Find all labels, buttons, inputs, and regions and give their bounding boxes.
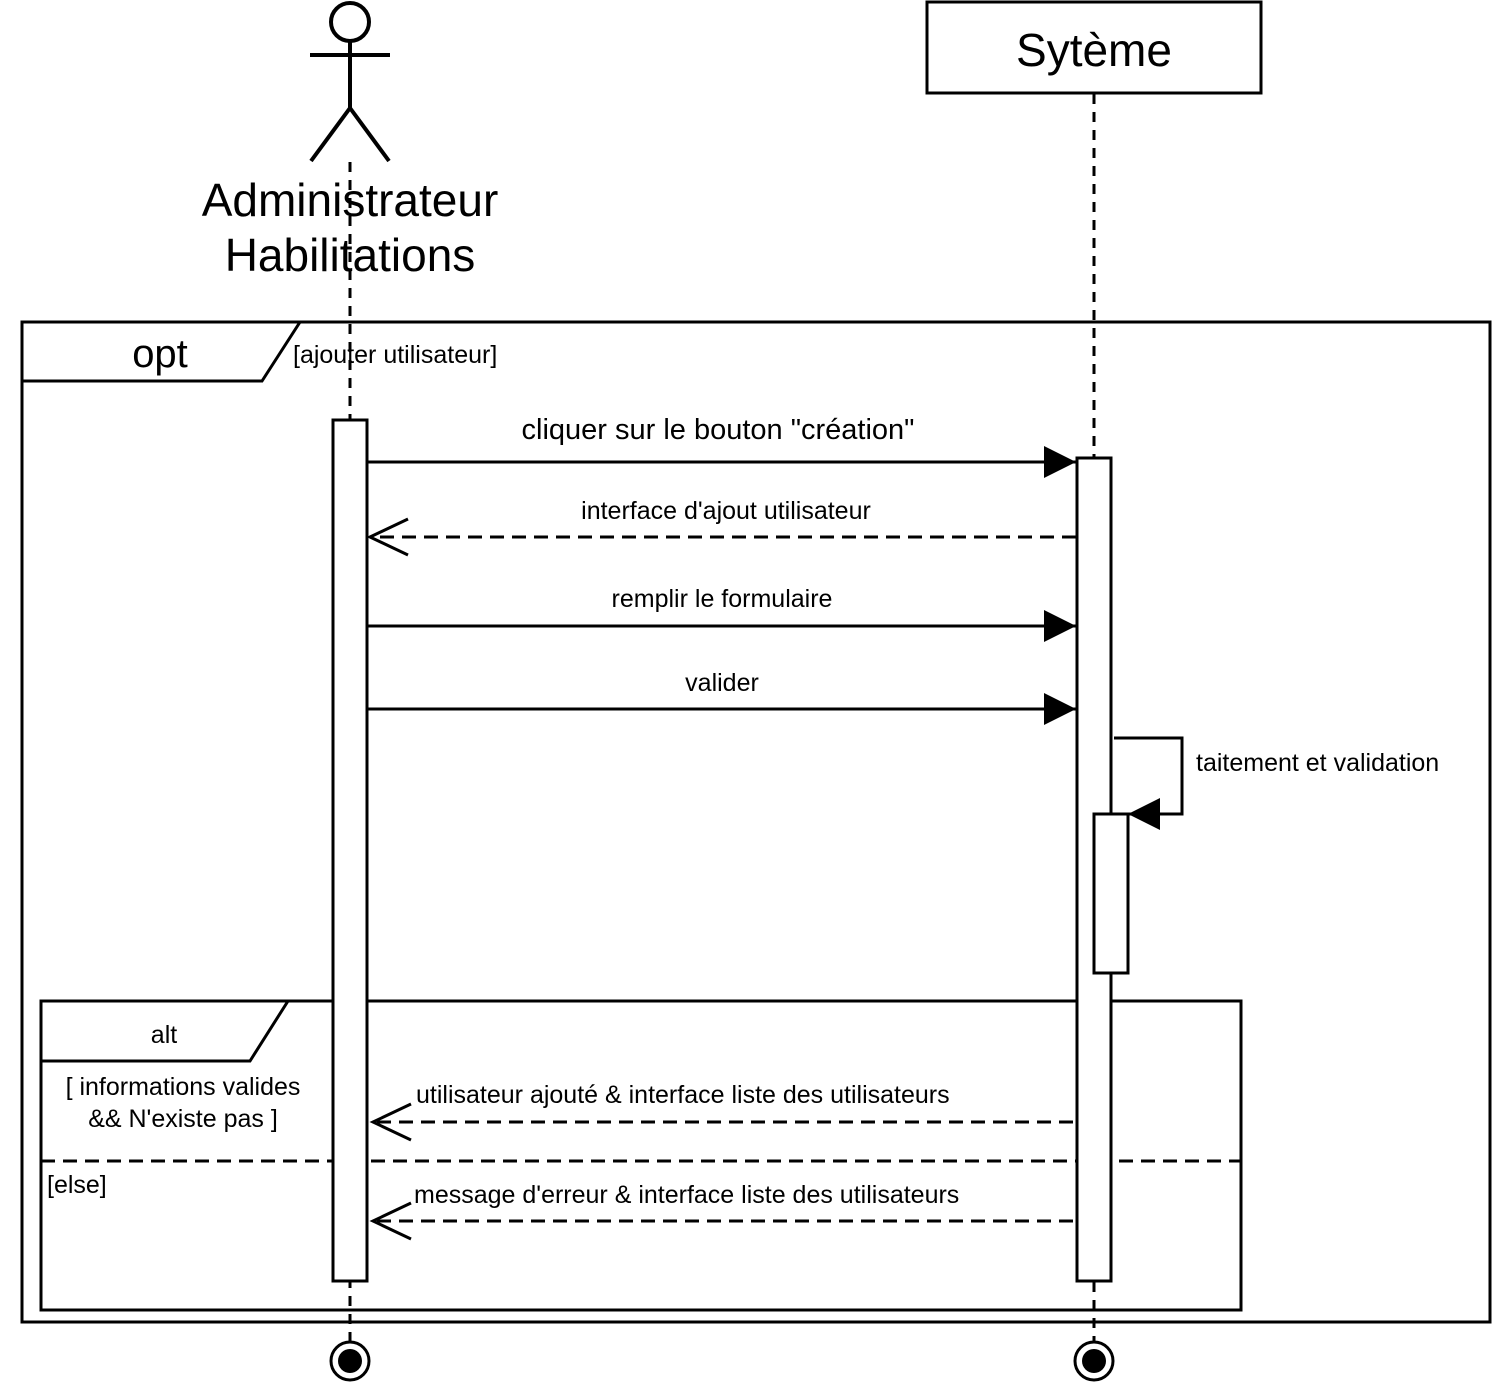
opt-guard: [ajouter utilisateur] (293, 341, 497, 369)
message-6-arrowhead (369, 1102, 412, 1142)
message-1-label: cliquer sur le bouton "création" (522, 414, 915, 446)
alt-fragment (39, 999, 1243, 1312)
system-nested-activation-bar (1092, 812, 1130, 975)
message-2-label: interface d'ajout utilisateur (581, 497, 871, 525)
message-5-label: taitement et validation (1196, 749, 1439, 777)
actor-activation-bar (331, 418, 369, 1283)
actor-end-point (329, 1340, 371, 1382)
message-5-arrow (1114, 736, 1184, 830)
message-4-label: valider (685, 669, 759, 697)
alt-guard1-line2: && N'existe pas ] (88, 1105, 278, 1133)
message-3-label: remplir le formulaire (612, 585, 833, 613)
opt-keyword: opt (132, 332, 188, 376)
message-6-label: utilisateur ajouté & interface liste des… (416, 1081, 950, 1109)
alt-fragment-tab (41, 999, 291, 1063)
message-7-label: message d'erreur & interface liste des u… (414, 1181, 959, 1209)
actor-figure (309, 1, 391, 163)
message-2-arrowhead (366, 517, 409, 557)
opt-fragment-tab (22, 320, 303, 383)
message-7-arrowhead (369, 1201, 412, 1241)
system-participant-label: Sytème (1016, 24, 1172, 76)
alt-guard1-line1: [ informations valides (66, 1073, 301, 1101)
opt-fragment (20, 320, 1492, 1324)
alt-keyword: alt (151, 1021, 177, 1049)
alt-guard2: [else] (47, 1171, 107, 1199)
system-participant-box (925, 0, 1263, 95)
system-end-point (1073, 1340, 1115, 1382)
